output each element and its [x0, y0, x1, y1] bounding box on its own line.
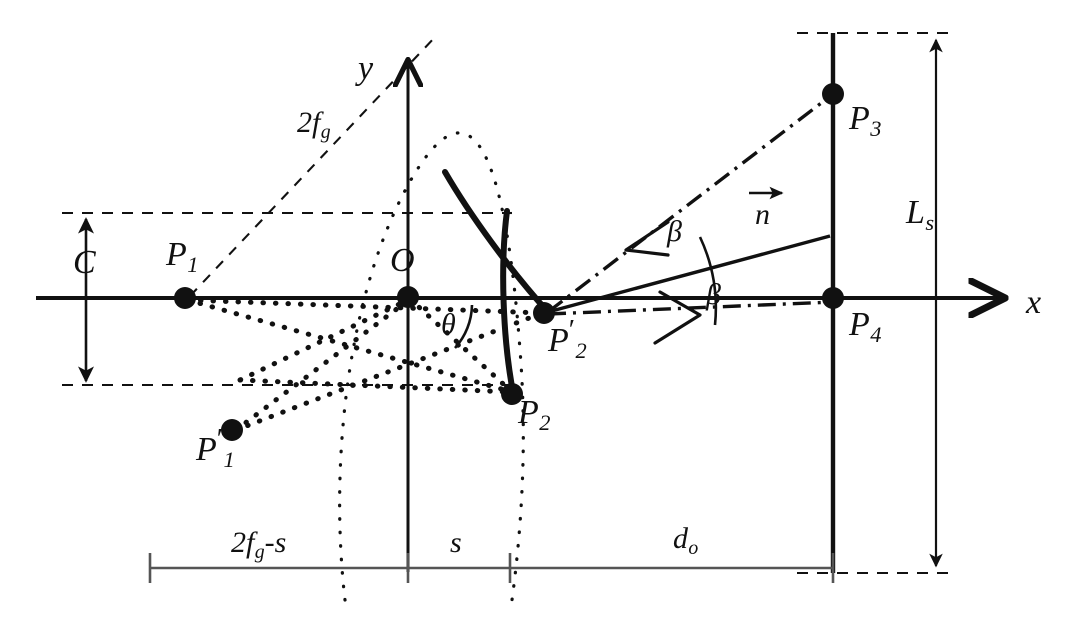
point-label-P2-prime: P′2 [548, 314, 587, 363]
dotted-ray-p1-p2 [185, 297, 515, 395]
point-markers [174, 83, 844, 441]
point-label-P3: P3 [849, 100, 882, 141]
point-label-P1: P1 [166, 236, 199, 277]
ray-direction-arrow-upper [624, 220, 670, 257]
dotted-rays [185, 296, 548, 433]
origin-label-O: O [390, 242, 415, 279]
point-P1-prime [221, 419, 243, 441]
dotted-ray-p1-o [185, 297, 546, 316]
axis-label-x: x [1026, 284, 1042, 321]
dotted-ray-p1p-o [233, 309, 548, 433]
dashdot-ray-to-p3 [546, 92, 835, 314]
label-normal-vector-n: n [755, 198, 770, 231]
angle-arc-theta [454, 304, 474, 349]
point-P2-prime [533, 302, 555, 324]
label-two-fg-minus-s: 2fg-s [231, 526, 287, 563]
curved-surface-upper [442, 169, 551, 315]
dimension-baseline [148, 553, 835, 583]
point-P1 [174, 287, 196, 309]
dotted-ray-o-lower [237, 296, 413, 383]
dotted-circle-arc [338, 131, 525, 602]
point-P2 [501, 383, 523, 405]
dashed-ray-2fg [189, 34, 438, 297]
label-beta-upper: β [667, 215, 682, 248]
point-P4 [822, 287, 844, 309]
dotted-ray-p1p-up [233, 296, 413, 433]
dotted-ray-left-p2 [237, 377, 513, 395]
axis-label-y: y [358, 50, 374, 87]
point-O [397, 286, 419, 308]
label-C: C [73, 244, 96, 281]
curved-surface-lower [500, 208, 516, 395]
normal-vector-n [547, 234, 831, 314]
angle-arc-beta [698, 236, 718, 326]
point-label-P1-prime: P′1 [196, 423, 235, 472]
point-label-P2: P2 [518, 394, 551, 435]
label-s: s [450, 526, 462, 559]
label-beta-lower: β [706, 278, 721, 311]
dashed-guides [62, 31, 952, 575]
point-label-P4: P4 [849, 306, 882, 347]
ray-direction-arrow-lower [653, 290, 702, 345]
dotted-ray-o-p2 [407, 296, 515, 395]
label-two-fg: 2fg [297, 106, 331, 143]
label-d-o: do [673, 522, 699, 559]
point-P3 [822, 83, 844, 105]
label-Ls: Ls [906, 194, 935, 235]
label-theta: θ [441, 308, 456, 341]
